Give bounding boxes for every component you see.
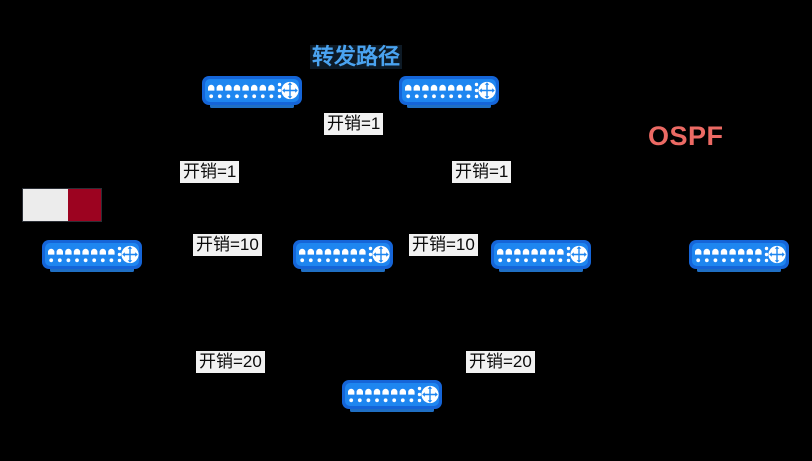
link-cost-label: 开销=10: [193, 234, 262, 256]
ospf-protocol-label: OSPF: [648, 121, 724, 151]
router-icon[interactable]: [40, 238, 144, 274]
swatch-right-half: [68, 189, 101, 221]
link-cost-label: 开销=1: [324, 113, 384, 135]
router-icon[interactable]: [291, 238, 395, 274]
swatch-left-half: [23, 189, 69, 221]
link-cost-label: 开销=1: [452, 161, 512, 183]
router-icon[interactable]: [489, 238, 593, 274]
router-icon[interactable]: [687, 238, 791, 274]
link-cost-label: 开销=1: [180, 161, 240, 183]
router-icon[interactable]: [397, 74, 501, 110]
link-cost-label: 开销=20: [196, 351, 265, 373]
forwarding-path-title: 转发路径: [310, 44, 403, 69]
link-cost-label: 开销=10: [409, 234, 478, 256]
link-cost-label: 开销=20: [466, 351, 535, 373]
router-icon[interactable]: [340, 378, 444, 414]
router-icon[interactable]: [200, 74, 304, 110]
route-highlight-swatch: [22, 188, 102, 222]
